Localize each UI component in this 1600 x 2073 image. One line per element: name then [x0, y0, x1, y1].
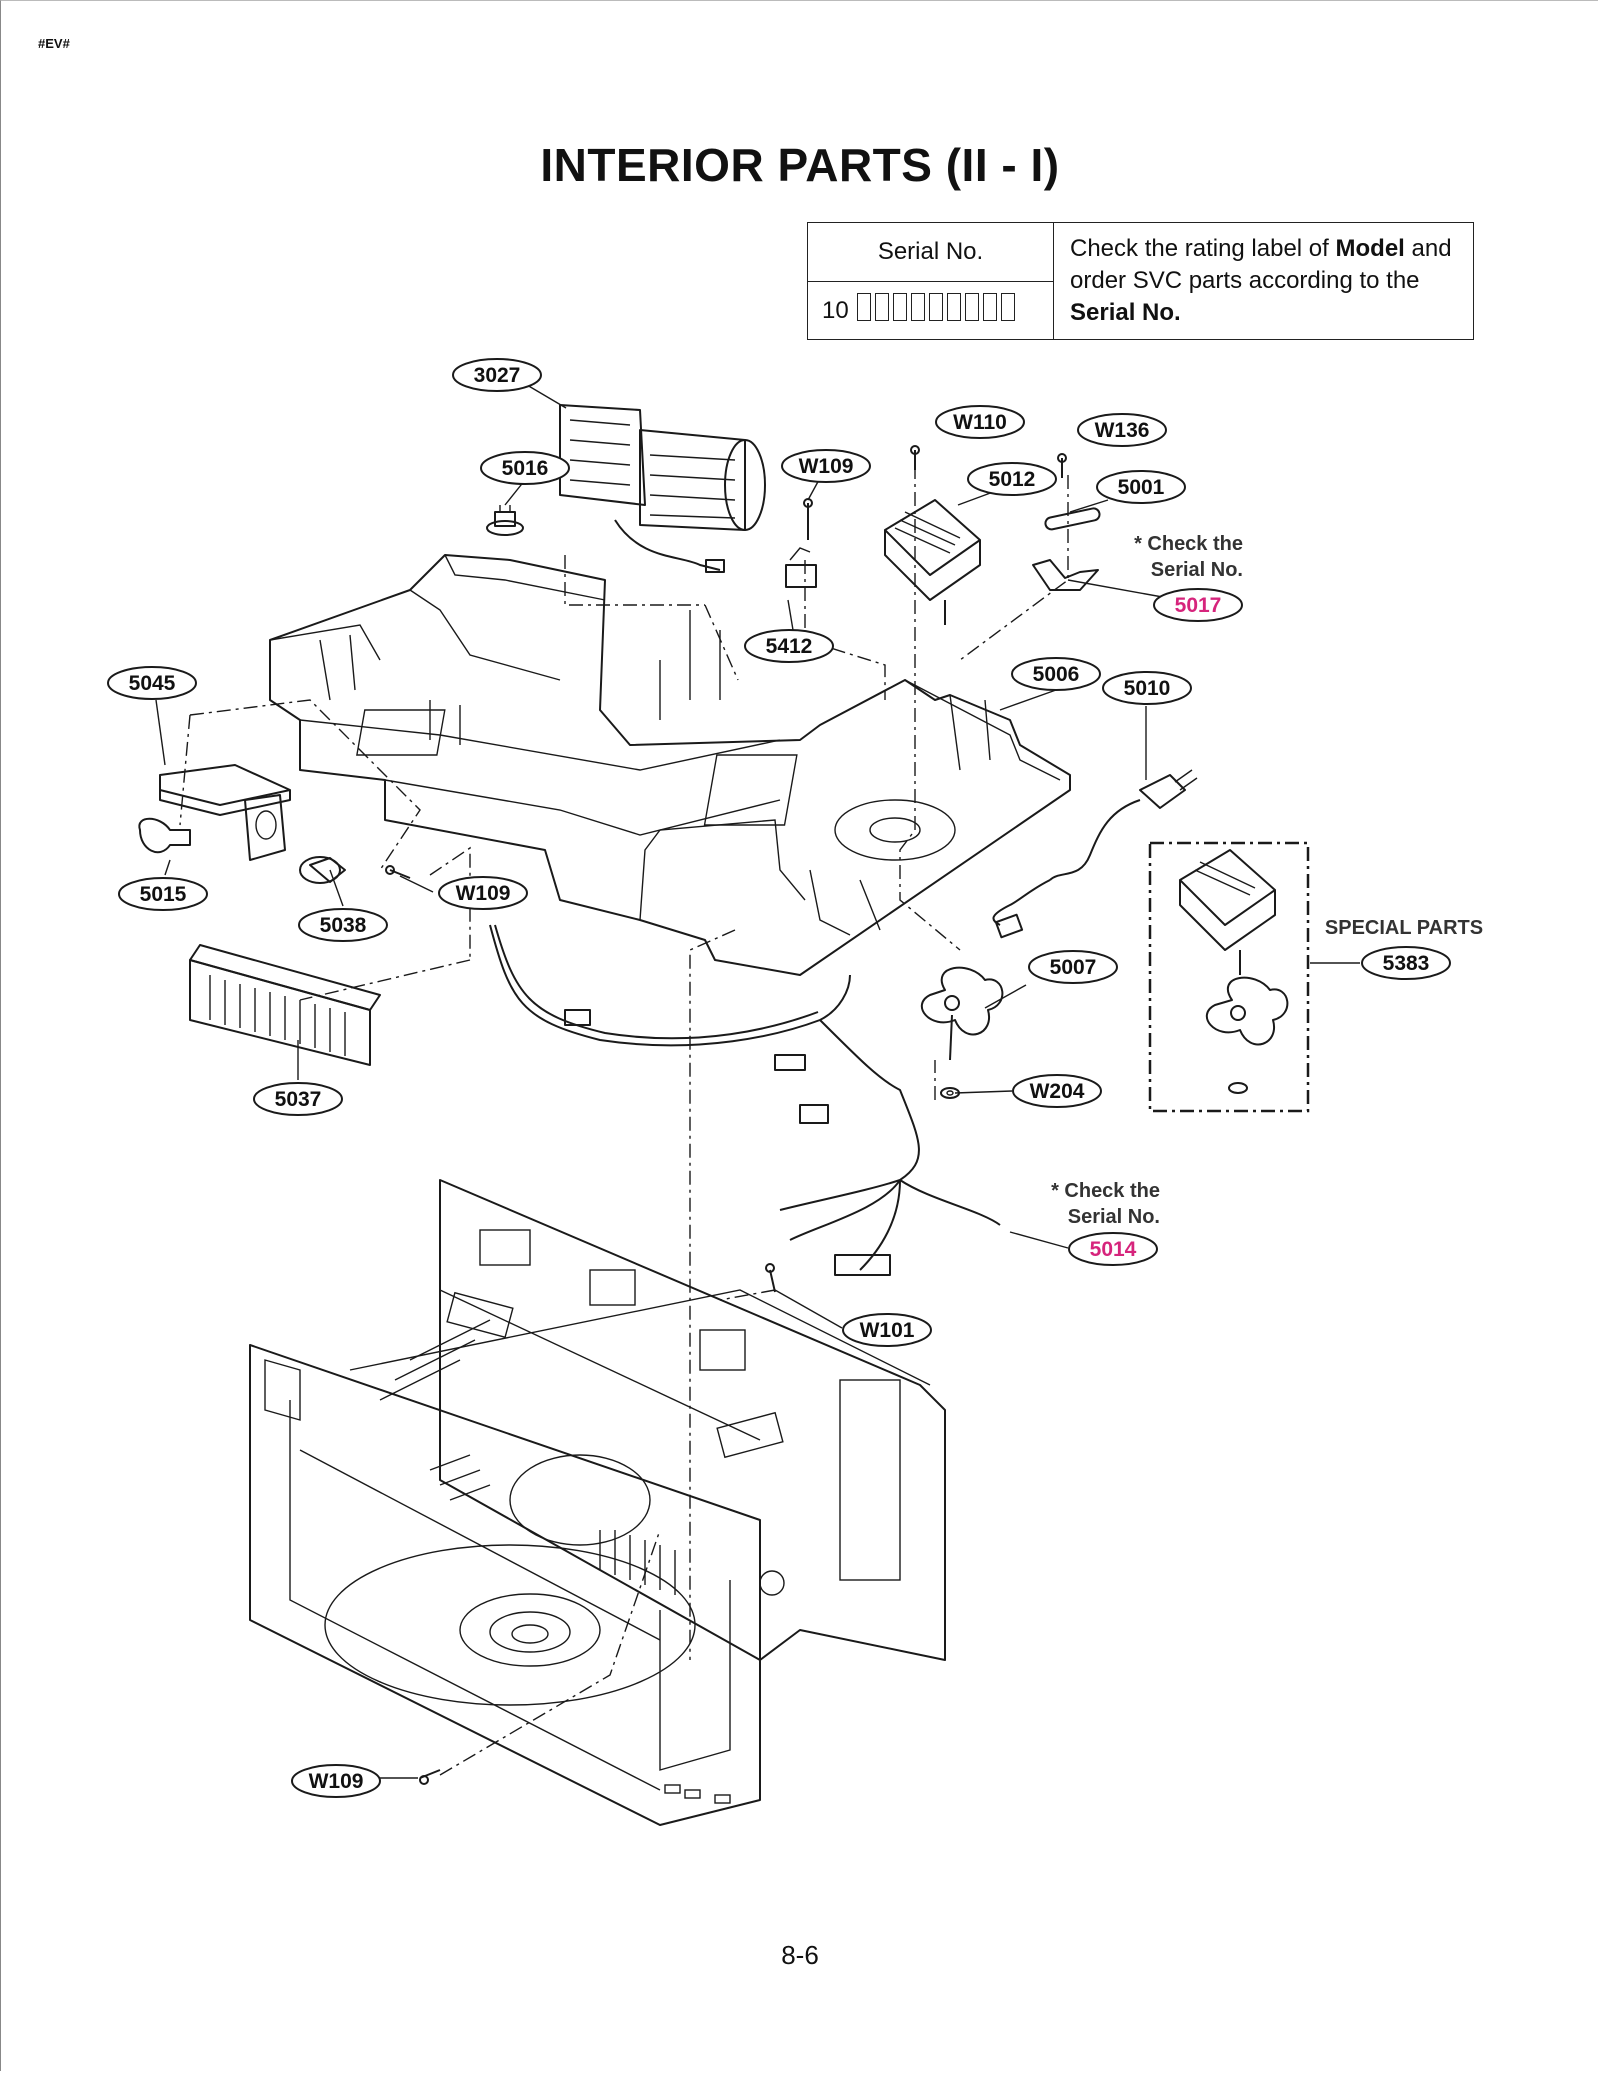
callout-w136: W136	[1077, 413, 1167, 447]
screw-w109-lower	[419, 1769, 441, 1785]
fuse-5001	[1044, 507, 1101, 531]
washer-w204	[940, 1087, 960, 1099]
svg-text:W101: W101	[860, 1319, 915, 1342]
callout-w109-mid: W109	[438, 876, 528, 910]
svg-text:5001: 5001	[1118, 476, 1165, 499]
svg-text:W109: W109	[456, 882, 511, 905]
special-parts-box	[1148, 841, 1310, 1113]
bracket-5017	[1032, 559, 1099, 591]
screw-w109-and-relay-5412	[785, 498, 817, 588]
svg-text:5017: 5017	[1175, 594, 1222, 617]
callout-5045: 5045	[107, 666, 197, 700]
blower-fan-motor-3027	[559, 404, 766, 573]
svg-text:W204: W204	[1030, 1080, 1085, 1103]
callout-5038: 5038	[298, 908, 388, 942]
callout-5007: 5007	[1028, 950, 1118, 984]
svg-text:3027: 3027	[474, 364, 521, 387]
callout-w101: W101	[842, 1313, 932, 1347]
svg-text:Serial No.: Serial No.	[1068, 1206, 1160, 1228]
document-code: #EV#	[38, 36, 70, 51]
callout-w110: W110	[935, 405, 1025, 439]
serial-value: 10	[822, 293, 1015, 328]
callout-5017: 5017	[1153, 588, 1243, 622]
svg-text:5045: 5045	[129, 672, 176, 695]
svg-text:W136: W136	[1095, 419, 1150, 442]
page-number: 8-6	[781, 1940, 819, 1970]
svg-text:5006: 5006	[1033, 663, 1080, 686]
callout-w109-bottom: W109	[291, 1764, 381, 1798]
svg-text:* Check the: * Check the	[1051, 1180, 1160, 1202]
oven-cavity-chassis	[249, 1179, 946, 1826]
stirrer-motor-5012	[884, 499, 981, 625]
thermostat-5016	[486, 505, 524, 536]
svg-text:Serial No.: Serial No.	[1151, 559, 1243, 581]
callout-5001: 5001	[1096, 470, 1186, 504]
svg-text:5412: 5412	[766, 635, 813, 658]
svg-text:5010: 5010	[1124, 677, 1171, 700]
svg-text:5015: 5015	[140, 883, 187, 906]
svg-text:W109: W109	[799, 455, 854, 478]
callout-5006: 5006	[1011, 657, 1101, 691]
callout-5383: 5383	[1361, 946, 1451, 980]
svg-text:5383: 5383	[1383, 952, 1430, 975]
serial-column: Serial No. 10	[808, 223, 1054, 339]
svg-text:5037: 5037	[275, 1088, 322, 1111]
note-check-serial-2: * Check the Serial No.	[1051, 1180, 1160, 1228]
callout-5015: 5015	[118, 877, 208, 911]
callout-5010: 5010	[1102, 671, 1192, 705]
power-cord-5010	[992, 769, 1198, 939]
svg-text:5012: 5012	[989, 468, 1036, 491]
screw-w101	[765, 1263, 776, 1293]
screws-w110-w136	[910, 445, 1067, 478]
callout-w204: W204	[1012, 1074, 1102, 1108]
grille-5037	[189, 944, 381, 1066]
svg-text:5007: 5007	[1050, 956, 1097, 979]
svg-text:SPECIAL PARTS: SPECIAL PARTS	[1325, 917, 1483, 939]
note-check-serial-1: * Check the Serial No.	[1134, 533, 1243, 581]
fan-blade-5007	[920, 966, 1004, 1061]
callout-5037: 5037	[253, 1082, 343, 1116]
serial-prefix: 10	[822, 296, 849, 324]
special-parts-label: SPECIAL PARTS	[1325, 917, 1483, 939]
callout-5016: 5016	[480, 451, 570, 485]
callout-5412: 5412	[744, 629, 834, 663]
svg-text:* Check the: * Check the	[1134, 533, 1243, 555]
callout-5014: 5014	[1068, 1232, 1158, 1266]
serial-instruction: Check the rating label of Model and orde…	[1070, 235, 1452, 326]
callout-5012: 5012	[967, 462, 1057, 496]
callout-w109-top: W109	[781, 449, 871, 483]
svg-text:W109: W109	[309, 1770, 364, 1793]
serial-digit-boxes	[853, 293, 1015, 328]
air-guide-assembly-5006	[269, 554, 1071, 976]
svg-text:5038: 5038	[320, 914, 367, 937]
page-title: INTERIOR PARTS (II - I)	[540, 139, 1060, 191]
svg-text:5016: 5016	[502, 457, 549, 480]
lamp-parts-5045-5015-5038	[138, 764, 411, 884]
svg-text:5014: 5014	[1090, 1238, 1137, 1261]
wire-harness	[489, 924, 1001, 1276]
assembly-guide-lines	[179, 465, 1069, 1776]
serial-number-table: Serial No. 10 Check the rating label of …	[807, 222, 1474, 340]
svg-text:W110: W110	[953, 411, 1007, 434]
callout-3027: 3027	[452, 358, 542, 392]
serial-header: Serial No.	[808, 223, 1053, 282]
